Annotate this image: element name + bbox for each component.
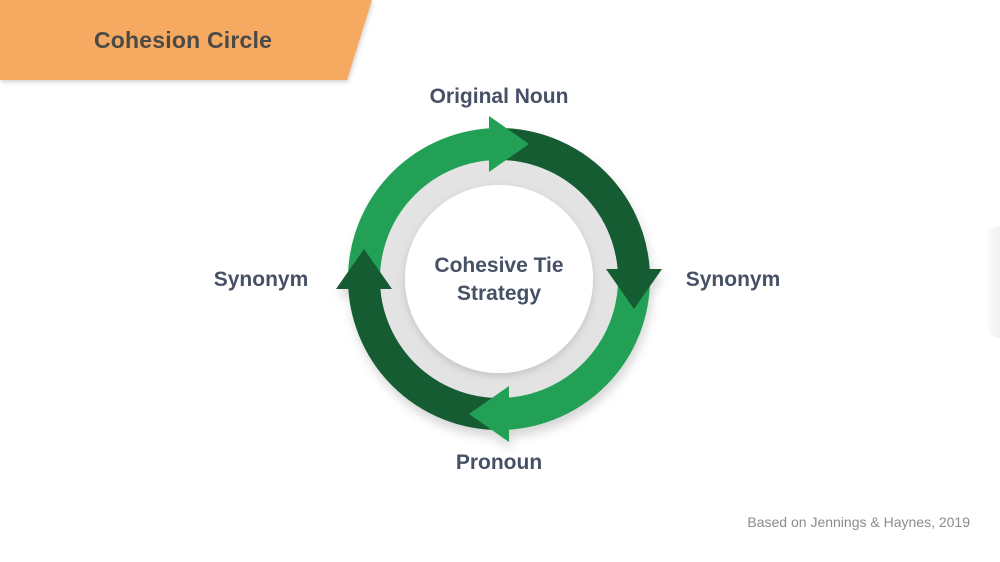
title-banner-shape: Cohesion Circle bbox=[0, 0, 372, 80]
gray-ring bbox=[379, 159, 619, 399]
node-label-synonym-right: Synonym bbox=[685, 268, 781, 291]
attribution-text: Based on Jennings & Haynes, 2019 bbox=[747, 514, 970, 530]
arrowhead-left-icon bbox=[336, 249, 392, 289]
node-label-synonym-left: Synonym bbox=[213, 268, 309, 291]
arc-left-to-top bbox=[348, 128, 500, 280]
arc-right-to-bottom bbox=[498, 278, 650, 430]
arc-bottom-to-left bbox=[348, 278, 500, 430]
arc-top-to-right bbox=[498, 128, 650, 280]
node-label-pronoun: Pronoun bbox=[455, 451, 543, 474]
node-label-original-noun: Original Noun bbox=[429, 85, 569, 108]
arrowhead-right-icon bbox=[606, 269, 662, 309]
right-edge-artifact bbox=[987, 226, 1000, 338]
arrowhead-bottom-icon bbox=[469, 386, 509, 442]
diagram-center-label: Cohesive Tie Strategy bbox=[434, 254, 564, 305]
center-circle bbox=[405, 185, 593, 373]
arrowhead-top-icon bbox=[489, 116, 529, 172]
slide-title: Cohesion Circle bbox=[94, 26, 273, 53]
title-banner: Cohesion Circle bbox=[0, 0, 380, 82]
